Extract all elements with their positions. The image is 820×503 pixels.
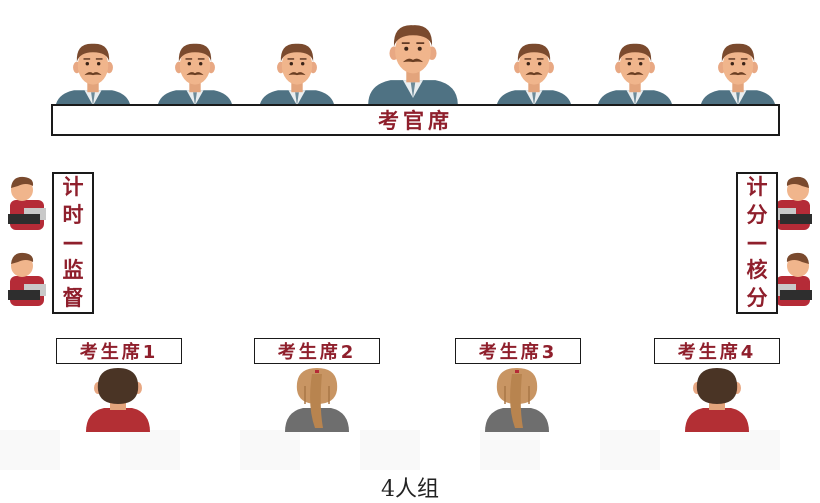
candidate-4 bbox=[685, 368, 749, 432]
verifier-staff bbox=[774, 252, 812, 306]
right-char-2: 分 bbox=[746, 202, 768, 227]
candidate-seat-4-label: 考生席4 bbox=[677, 342, 757, 363]
left-staff bbox=[8, 176, 46, 306]
examiner-5 bbox=[495, 42, 573, 104]
candidate-seat-3-label: 考生席3 bbox=[478, 342, 558, 363]
candidate-3 bbox=[484, 367, 550, 433]
examiner-chief bbox=[367, 24, 459, 104]
candidate-seat-3: 考生席3 bbox=[455, 338, 581, 364]
candidate-seat-1: 考生席1 bbox=[56, 338, 182, 364]
left-char-5: 督 bbox=[62, 285, 84, 310]
candidate-2 bbox=[284, 367, 350, 433]
examiner-1 bbox=[54, 42, 132, 104]
timing-supervision-panel: 计 时 — 监 督 bbox=[52, 172, 94, 314]
supervisor-staff bbox=[8, 252, 46, 306]
candidate-seat-2-label: 考生席2 bbox=[277, 342, 357, 363]
examiner-table-label: 考官席 bbox=[378, 109, 453, 133]
candidate-1 bbox=[86, 368, 150, 432]
right-char-4: 核 bbox=[746, 258, 768, 283]
right-char-1: 计 bbox=[746, 175, 768, 200]
candidates-row bbox=[86, 367, 749, 433]
examiner-2 bbox=[156, 42, 234, 104]
left-char-2: 时 bbox=[62, 202, 84, 227]
candidate-seat-1-label: 考生席1 bbox=[79, 342, 159, 363]
left-char-1: 计 bbox=[62, 175, 84, 200]
candidate-seat-2: 考生席2 bbox=[254, 338, 380, 364]
right-char-3: — bbox=[746, 230, 768, 255]
candidate-seat-4: 考生席4 bbox=[654, 338, 780, 364]
right-char-5: 分 bbox=[746, 285, 768, 310]
watermark bbox=[0, 430, 820, 470]
examiner-6 bbox=[596, 42, 674, 104]
examiners-row bbox=[54, 24, 777, 104]
scoring-verification-panel: 计 分 — 核 分 bbox=[736, 172, 778, 314]
group-caption: 4人组 bbox=[381, 477, 439, 502]
examiner-7 bbox=[699, 42, 777, 104]
timer-staff bbox=[8, 176, 46, 230]
left-char-3: — bbox=[62, 230, 84, 255]
left-char-4: 监 bbox=[62, 258, 84, 283]
examiner-3 bbox=[258, 42, 336, 104]
examiner-table: 考官席 bbox=[51, 104, 780, 136]
scorer-staff bbox=[774, 176, 812, 230]
